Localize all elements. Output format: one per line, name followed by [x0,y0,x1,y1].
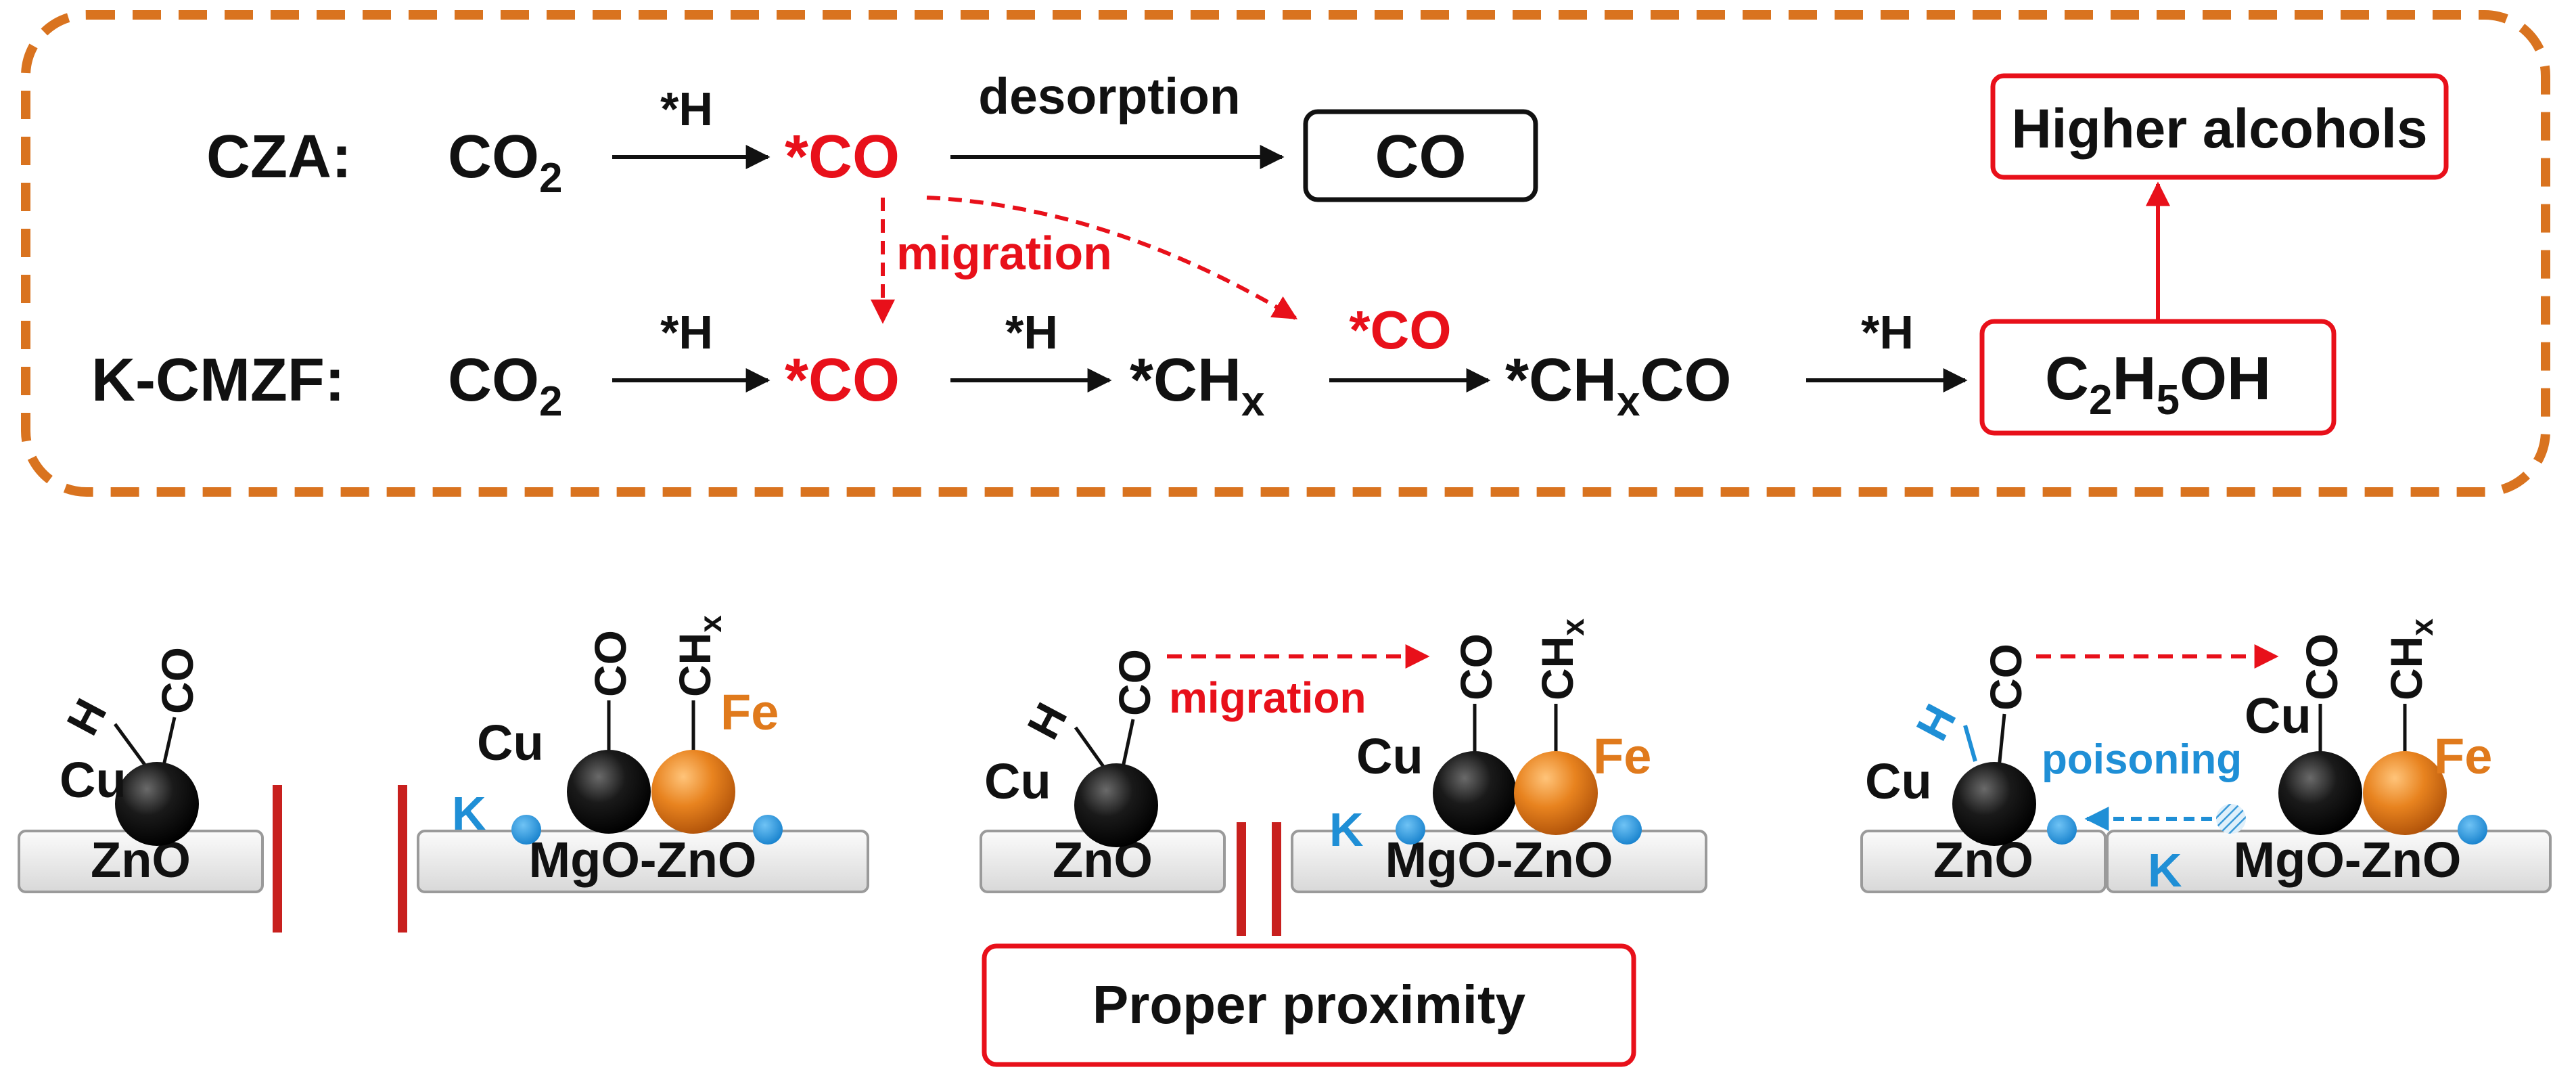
k-label: K [2148,844,2182,897]
row2-intermediate-co: *CO [785,346,900,414]
cu-particle [1433,751,1517,835]
subscript: x [1241,378,1265,425]
proper-proximity-label: Proper proximity [1092,974,1526,1035]
h-bond [1963,725,1977,762]
subscript: 2 [539,155,562,202]
mgo-zno-support [1291,830,1707,893]
k-migrating-particle [2216,804,2246,834]
chx-adsorbate: CHx [2381,619,2439,700]
cu-label: Cu [984,753,1051,809]
row1-intermediate-co: *CO [785,123,900,191]
k-particle [753,815,783,845]
cu-particle [1952,762,2036,846]
k-label: K [452,787,486,840]
subscript: 2 [2089,377,2112,424]
subscript: x [2404,619,2439,636]
row1-desorption-label: desorption [978,68,1241,125]
row2-arrow1-label: *H [660,306,713,359]
co-adsorbate: CO [1109,649,1159,716]
cu-label: Cu [1356,728,1423,784]
cu-label: Cu [60,752,127,808]
row1-arrow-label: *H [660,83,713,135]
subscript: x [693,615,728,633]
ethanol-formula: C2H5OH [2045,345,2271,424]
row2-reactant: CO2 [448,346,562,425]
cu-particle [115,762,199,846]
k-particle [511,815,541,845]
k-label: K [1329,803,1364,856]
subscript: x [1617,378,1640,425]
scheme-frame [21,10,2550,497]
row1-reactant: CO2 [448,123,562,202]
row2-arrow4-label: *H [1861,306,1914,359]
row2-chxco: *CHxCO [1505,346,1732,425]
fe-label: Fe [720,684,779,740]
panel-1-cza-site: ZnO H CO Cu [18,647,264,893]
chx-adsorbate: CHx [1532,619,1590,700]
fe-particle [1514,751,1598,835]
fe-particle [651,750,735,834]
k-particle [2047,815,2077,845]
co-adsorbate: CO [1981,644,2031,711]
migration-label: migration [1169,673,1366,722]
separator-bar [273,785,282,933]
fe-label: Fe [1593,728,1651,784]
higher-alcohols-label: Higher alcohols [2011,98,2427,160]
k-particle [2458,815,2487,845]
row1-product-co: CO [1375,123,1467,191]
cu-label: Cu [477,715,544,771]
k-particle [1612,815,1642,845]
co-bond [1997,713,2006,769]
cu-particle [567,750,651,834]
row2-arrow2-label: *H [1005,306,1058,359]
co-adsorbate: CO [152,647,202,714]
mgo-zno-label: MgO-ZnO [528,832,756,888]
fe-label: Fe [2434,728,2492,784]
higher-alcohols-box [1990,73,2449,180]
row2-label: K-CMZF: [91,346,345,414]
co-adsorbate: CO [1451,633,1501,700]
row1-product-box [1303,109,1538,202]
row2-insertion-label: *CO [1349,300,1451,360]
cu-particle [2278,751,2362,835]
subscript: 2 [539,378,562,425]
cu-label: Cu [2245,688,2312,744]
mgo-zno-support [417,830,869,893]
proper-proximity-box [982,943,1636,1067]
fe-particle [2363,751,2447,835]
subscript: x [1555,619,1590,636]
separator-bar [1272,822,1281,936]
panel-2-cmzf-site: MgO-ZnO CO CHx Cu Fe K [417,615,869,893]
k-particle [1396,815,1425,845]
separator-bar [398,785,407,933]
mgo-zno-label: MgO-ZnO [2233,832,2461,888]
mgo-zno-label: MgO-ZnO [1385,832,1613,888]
co-adsorbate: CO [585,630,635,697]
subscript: 5 [2157,377,2180,424]
h-atom: H [57,691,116,743]
panel-3-proper-proximity: ZnO H CO Cu migration MgO-ZnO CO CHx Cu … [980,619,1707,1067]
cu-particle [1074,763,1158,847]
cu-label: Cu [1865,753,1932,809]
separator-bar [1237,822,1246,936]
row2-chx: *CHx [1130,346,1265,425]
h-atom: H [1017,695,1077,747]
ethanol-box [1979,319,2337,436]
migration-arrow-curved [926,196,1298,320]
panel-4-poisoning: ZnO MgO-ZnO H CO Cu poisoning K CO CHx C… [1860,619,2552,897]
h-atom: H [1906,696,1966,748]
co-adsorbate: CO [2297,633,2347,700]
co-bond [160,717,177,772]
chx-adsorbate: CHx [670,615,728,697]
row1-label: CZA: [206,123,352,191]
poisoning-label: poisoning [2042,736,2242,783]
migration-label: migration [896,227,1112,279]
